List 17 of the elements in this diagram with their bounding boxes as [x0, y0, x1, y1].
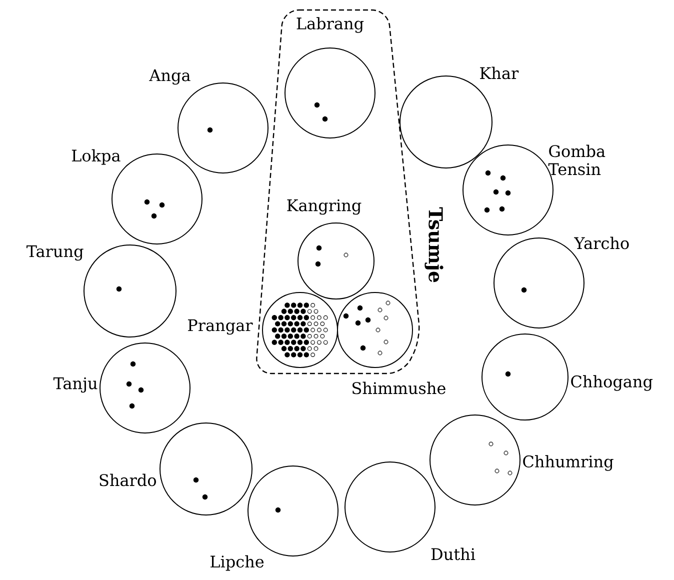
village-name: Chhogang — [571, 375, 653, 391]
village-name: Chhumring — [523, 455, 614, 471]
village-name: Shimmushe — [352, 382, 446, 394]
region-name: Tsumje — [424, 207, 444, 282]
village-name: Gomba Tensin — [548, 144, 606, 176]
village-name: Anga — [149, 69, 190, 85]
village-name: Tarung — [26, 245, 84, 261]
village-name: Labrang — [296, 17, 364, 33]
village-name: Khar — [480, 66, 519, 80]
village-name: Duthi — [431, 548, 476, 560]
village-name: Lokpa — [72, 149, 120, 165]
village-name: Lipche — [210, 555, 264, 571]
village-name: Prangar — [188, 319, 253, 335]
village-name: Tanju — [53, 377, 98, 393]
village-name: Shardo — [100, 474, 156, 486]
village-name: Kangring — [287, 199, 362, 215]
village-name: Yarcho — [574, 236, 629, 250]
